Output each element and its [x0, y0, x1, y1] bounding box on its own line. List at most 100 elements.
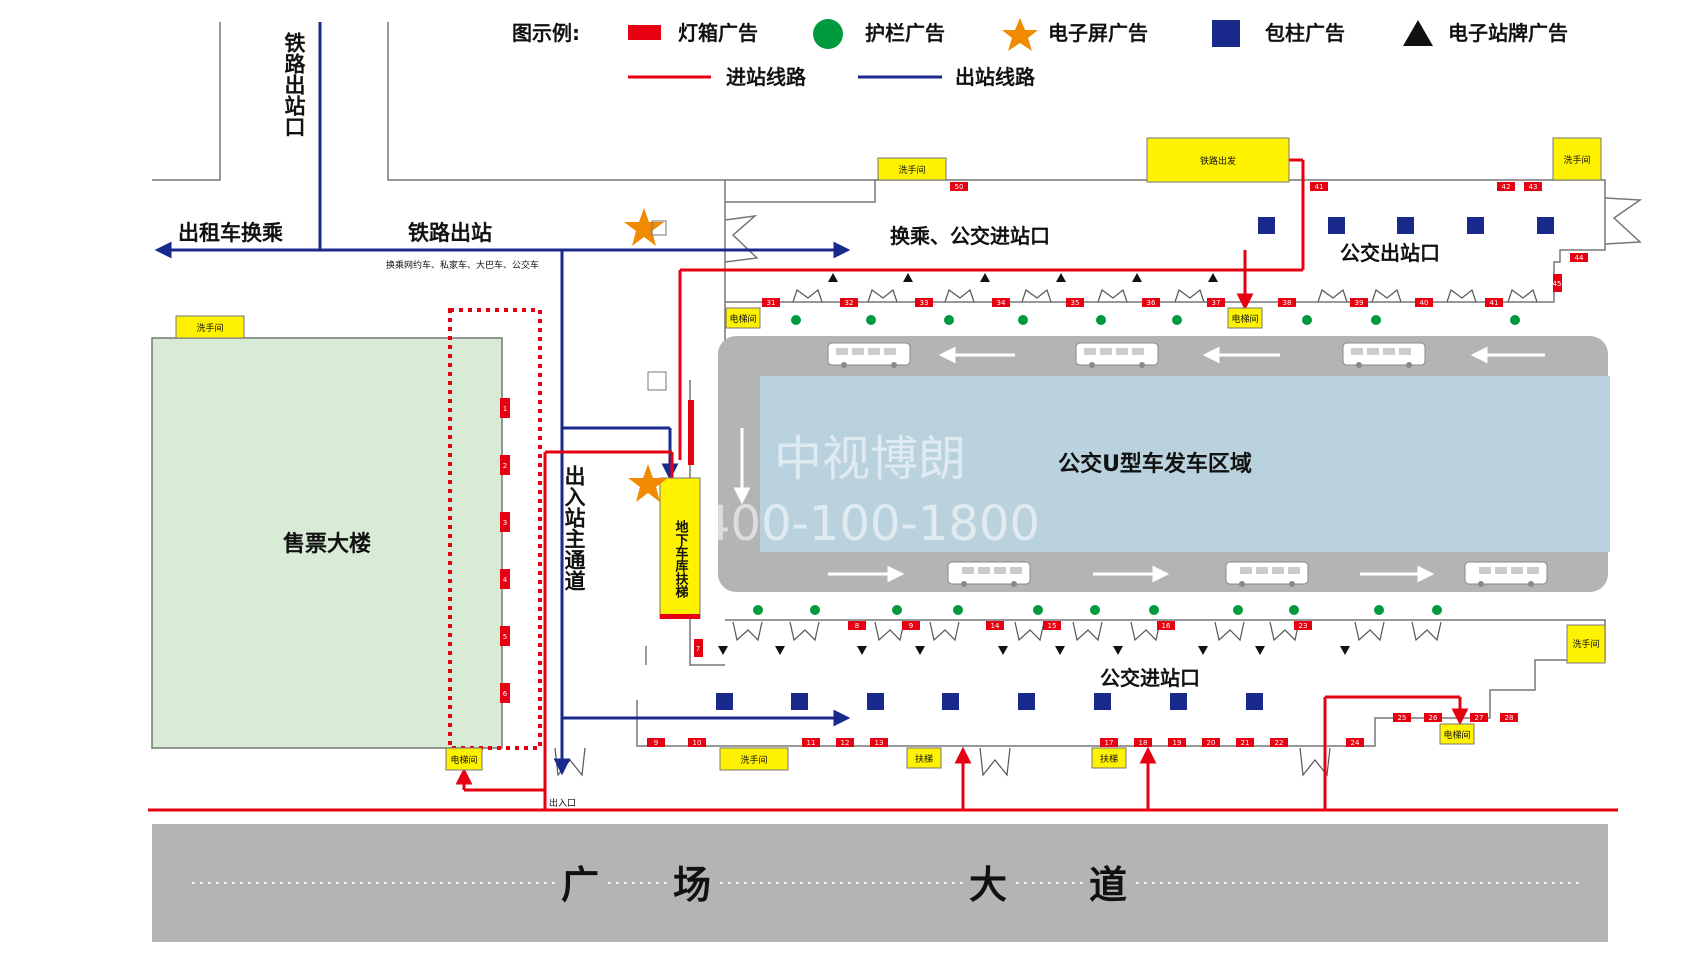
lightbox [840, 298, 858, 307]
bus-entry-label: 公交进站口 [1100, 666, 1200, 690]
pillar-ad-icon [1094, 693, 1111, 710]
ticket-building-label: 售票大楼 [283, 531, 371, 557]
svg-text:15: 15 [1048, 622, 1057, 630]
bus-icon [1075, 342, 1159, 368]
svg-text:洗手间: 洗手间 [196, 322, 223, 334]
guardrail-ad-icon [866, 315, 876, 325]
svg-text:32: 32 [845, 299, 854, 307]
ticket-building [151, 337, 503, 749]
bus-exit-label: 公交出站口 [1340, 241, 1440, 265]
restroom-box [1566, 624, 1606, 664]
svg-text:电梯间: 电梯间 [1443, 729, 1470, 741]
e-sign-icon [980, 273, 990, 282]
svg-text:26: 26 [1429, 714, 1438, 722]
guardrail-ad-icon [1018, 315, 1028, 325]
lightbox-column: 1 2 3 4 5 6 [500, 398, 510, 703]
lightbox [1294, 621, 1312, 630]
top-shelters [792, 288, 1538, 303]
bottom-gates [554, 747, 1331, 777]
sign-legend-icon [1403, 20, 1433, 46]
bottom-sign-row [718, 646, 1350, 655]
svg-text:44: 44 [1575, 254, 1584, 262]
west-gate-outline [724, 214, 759, 263]
e-sign-icon [1340, 646, 1350, 655]
svg-text:洗手间: 洗手间 [898, 164, 925, 176]
lightbox [802, 738, 820, 747]
svg-text:34: 34 [997, 299, 1006, 307]
legend: 图示例: 灯箱广告 护栏广告 电子屏广告 包柱广告 电子站牌广告 进站线路 出站… [512, 18, 1568, 89]
lightbox [500, 626, 510, 646]
guardrail-ad-icon [944, 315, 954, 325]
railway-departure-box [1146, 137, 1290, 183]
pillar-ad-icon [1328, 217, 1345, 234]
e-sign-icon [857, 646, 867, 655]
bottom-lower-lightboxes: 9 10 11 12 13 17 18 19 20 21 22 24 [647, 738, 1364, 747]
lightbox [1500, 713, 1518, 722]
garage-lightbox [688, 400, 694, 465]
svg-text:33: 33 [920, 299, 929, 307]
svg-text:10: 10 [693, 739, 702, 747]
lightbox-legend-icon [628, 25, 661, 40]
bus-icon [1342, 342, 1426, 368]
pillar-legend-icon [1212, 20, 1240, 47]
svg-text:洗手间: 洗手间 [1563, 154, 1590, 166]
svg-text:19: 19 [1173, 739, 1182, 747]
facility-boxes: 洗手间 洗手间 铁路出发 洗手间 电梯间 电梯间 洗手间 电梯间 电梯间 洗手间… [175, 137, 1606, 771]
lightbox [1310, 182, 1328, 191]
lightbox [992, 298, 1010, 307]
railway-exit-label: 铁路出站 [408, 221, 492, 245]
pillar-ad-icon [1170, 693, 1187, 710]
e-sign-icon [775, 646, 785, 655]
pillar-ad-icon [867, 693, 884, 710]
restroom-box [175, 315, 245, 339]
svg-text:9: 9 [654, 739, 658, 747]
guardrail-ad-icon [1510, 315, 1520, 325]
road-char: 大 [969, 863, 1007, 907]
guardrail-ad-icon [1149, 605, 1159, 615]
lightbox [1497, 182, 1515, 191]
svg-text:3: 3 [503, 519, 507, 527]
lightbox [915, 298, 933, 307]
svg-text:12: 12 [841, 739, 850, 747]
svg-text:20: 20 [1207, 739, 1216, 747]
legend-label-exit-route: 出站线路 [955, 65, 1036, 89]
ad-zone-dotted-frame [448, 308, 542, 750]
lightbox [1415, 298, 1433, 307]
svg-text:38: 38 [1283, 299, 1292, 307]
bottom-shelters [732, 621, 1442, 642]
guardrail-legend-icon [813, 19, 843, 49]
watermark-phone: 400-100-1800 [700, 496, 1040, 552]
svg-text:17: 17 [1105, 739, 1114, 747]
svg-text:洗手间: 洗手间 [740, 754, 767, 766]
e-sign-icon [1208, 273, 1218, 282]
svg-text:5: 5 [503, 633, 507, 641]
e-sign-icon [1132, 273, 1142, 282]
pillar-ad-icon [1246, 693, 1263, 710]
legend-label-entry-route: 进站线路 [726, 65, 807, 89]
lightbox [762, 298, 780, 307]
guardrail-ad-icon [892, 605, 902, 615]
lightbox [688, 738, 706, 747]
elevator-box [1227, 307, 1263, 329]
lightbox [1393, 713, 1411, 722]
guardrail-ad-icon [1033, 605, 1043, 615]
escalator-box [1091, 747, 1127, 769]
flow-arrows-top [733, 346, 1545, 505]
guardrail-ad-icon [1172, 315, 1182, 325]
svg-text:37: 37 [1212, 299, 1221, 307]
lightbox [500, 455, 510, 475]
svg-text:8: 8 [855, 622, 859, 630]
guardrail-ad-icon [791, 315, 801, 325]
pillar-ad-icon [716, 693, 733, 710]
svg-text:43: 43 [1529, 183, 1538, 191]
svg-text:45: 45 [1553, 280, 1562, 288]
pillar-ad-icon [791, 693, 808, 710]
lightbox [694, 639, 703, 657]
svg-text:28: 28 [1505, 714, 1514, 722]
bus-row-bottom [947, 561, 1548, 587]
svg-text:35: 35 [1071, 299, 1080, 307]
lightbox [1043, 621, 1061, 630]
svg-text:31: 31 [767, 299, 776, 307]
lightbox [1278, 298, 1296, 307]
